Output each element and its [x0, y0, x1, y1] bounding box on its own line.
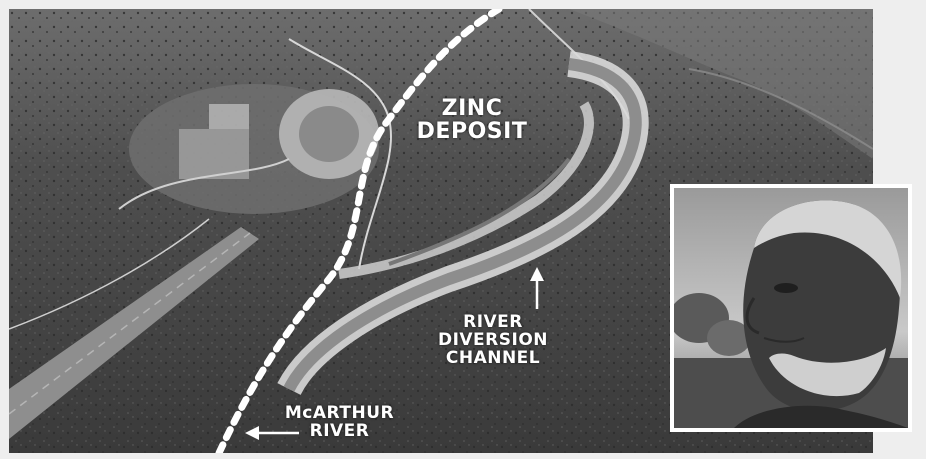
diversion-label-line3: CHANNEL [445, 347, 541, 368]
river-diversion-label: RIVER DIVERSION CHANNEL [413, 312, 573, 368]
portrait-photo [674, 188, 908, 428]
mcarthur-river-label: McARTHUR RIVER [267, 403, 412, 441]
diversion-label-line1: RIVER [463, 312, 523, 332]
ridge-shape [569, 9, 873, 159]
zinc-deposit-label: ZINC DEPOSIT [397, 97, 547, 143]
mcarthur-label-line1: McARTHUR [284, 403, 395, 423]
mcarthur-label-line2: RIVER [309, 420, 370, 441]
diversion-label-line2: DIVERSION [437, 329, 549, 350]
airstrip [9, 227, 259, 439]
mcarthur-river-path [215, 9, 503, 453]
zinc-label-line2: DEPOSIT [416, 119, 528, 145]
zinc-label-line1: ZINC [441, 96, 503, 121]
portrait-inset [670, 184, 912, 432]
